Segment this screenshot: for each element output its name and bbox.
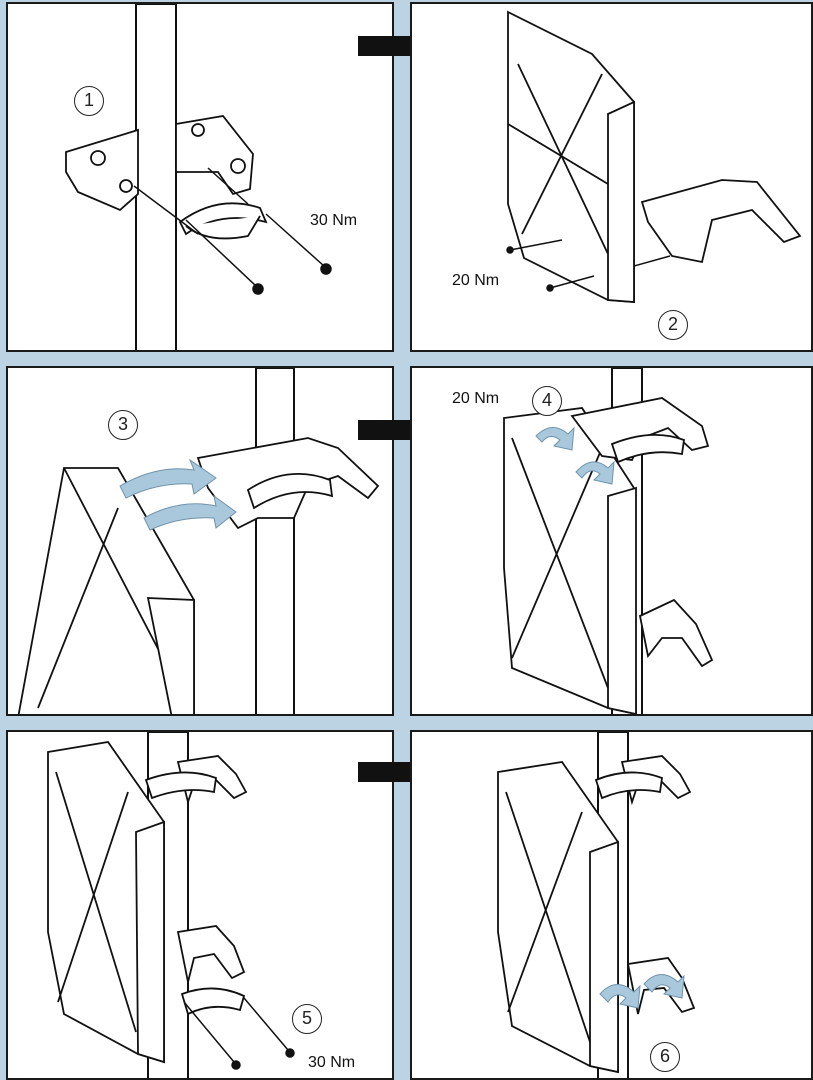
clamp-icon bbox=[180, 203, 266, 238]
step-4-panel: 20 Nm 4 bbox=[410, 366, 813, 716]
step-2-panel: 20 Nm 2 bbox=[410, 2, 813, 352]
step-1-panel: 1 30 Nm bbox=[6, 2, 394, 352]
torque-label-5: 30 Nm bbox=[308, 1054, 355, 1072]
panel-bracket-illustration bbox=[412, 4, 813, 352]
bracket-icon bbox=[642, 180, 800, 262]
step-6-panel: 6 bbox=[410, 730, 813, 1080]
step-number-3: 3 bbox=[108, 410, 138, 440]
step-number-5: 5 bbox=[292, 1004, 322, 1034]
step-number-4: 4 bbox=[532, 386, 562, 416]
step-number-6: 6 bbox=[650, 1042, 680, 1072]
pole-icon bbox=[256, 368, 294, 716]
panel-frame-icon bbox=[508, 12, 634, 302]
attach-panel-illustration bbox=[412, 368, 813, 716]
mount-panel-illustration bbox=[8, 368, 394, 716]
step-number-2: 2 bbox=[658, 310, 688, 340]
lower-bracket-illustration bbox=[8, 732, 394, 1080]
pole-icon bbox=[136, 4, 176, 352]
panel-frame-icon bbox=[18, 468, 194, 716]
torque-label-1: 30 Nm bbox=[310, 212, 357, 230]
panel-frame-icon bbox=[48, 742, 164, 1062]
step-5-panel: 5 30 Nm bbox=[6, 730, 394, 1080]
torque-label-4: 20 Nm bbox=[452, 390, 499, 408]
final-mount-illustration bbox=[412, 732, 813, 1080]
step-number-1: 1 bbox=[74, 86, 104, 116]
step-3-panel: 3 bbox=[6, 366, 394, 716]
pole-bracket-illustration bbox=[8, 4, 394, 352]
torque-label-2: 20 Nm bbox=[452, 272, 499, 290]
